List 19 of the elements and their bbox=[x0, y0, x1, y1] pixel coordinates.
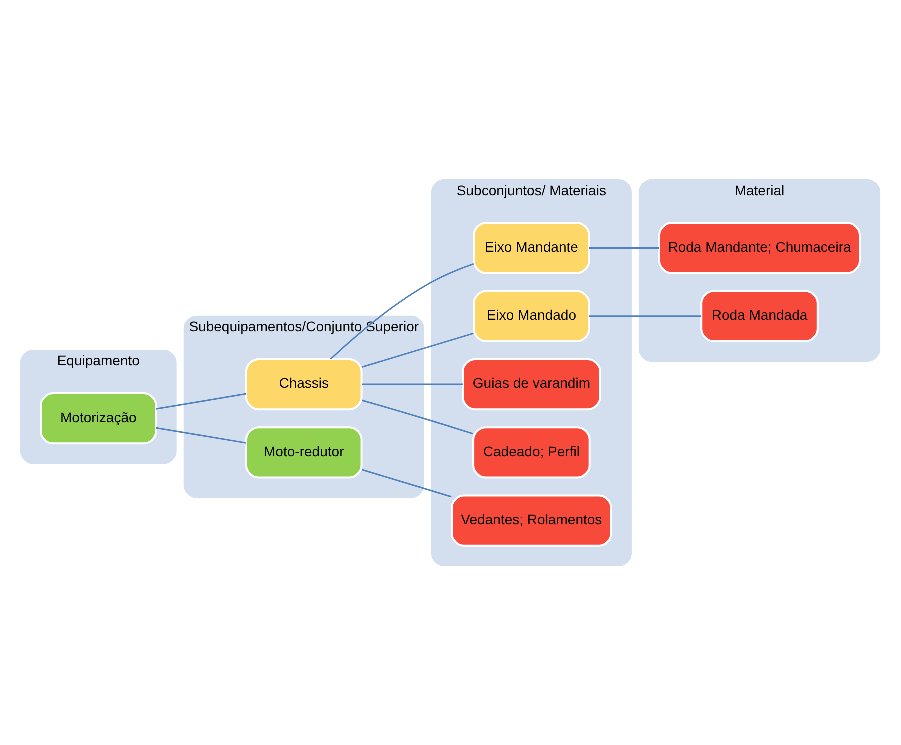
connector bbox=[156, 392, 247, 410]
node-box: Eixo Mandante bbox=[473, 222, 590, 274]
node-box: Eixo Mandado bbox=[473, 290, 590, 342]
node-box: Roda Mandada bbox=[700, 290, 819, 342]
connector bbox=[362, 399, 474, 434]
connector bbox=[156, 426, 247, 444]
connector bbox=[330, 262, 474, 360]
node-box: Guias de varandim bbox=[462, 358, 602, 410]
connector bbox=[362, 332, 474, 368]
connector bbox=[362, 468, 452, 498]
node-box: Chassis bbox=[246, 358, 363, 410]
connector bbox=[362, 383, 463, 385]
node-box: Motorização bbox=[40, 392, 158, 444]
connector bbox=[589, 315, 702, 317]
connector bbox=[589, 246, 660, 248]
node-box: Moto-redutor bbox=[246, 426, 363, 478]
node-box: Roda Mandante; Chumaceira bbox=[658, 222, 861, 274]
node-box: Cadeado; Perfil bbox=[472, 426, 591, 478]
node-box: Vedantes; Rolamentos bbox=[451, 494, 612, 546]
